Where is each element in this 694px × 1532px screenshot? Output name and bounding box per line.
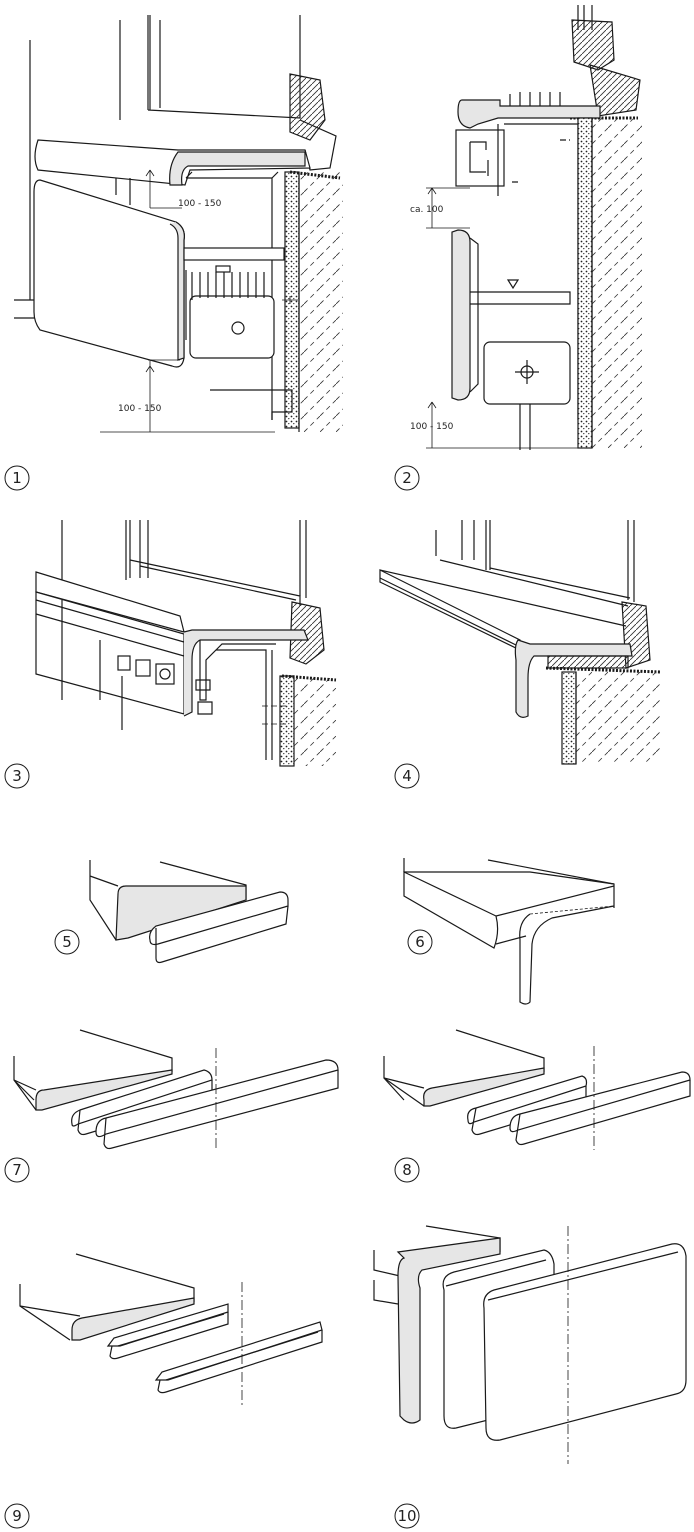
figure-9-badge: 9 — [4, 1503, 30, 1529]
end-cap — [149, 891, 289, 946]
figure-7 — [13, 1029, 339, 1150]
figure-8-number: 8 — [402, 1161, 412, 1179]
figure-8 — [383, 1029, 691, 1150]
figure-4 — [379, 520, 662, 765]
sill-cut-edge — [396, 1237, 501, 1424]
window-frame-section — [571, 19, 615, 71]
end-cap-long — [95, 1059, 339, 1138]
figure-6 — [403, 858, 615, 1005]
plaster-layer — [577, 117, 593, 449]
fig2-dim-top: ca. 100 — [410, 205, 444, 215]
end-cap-back — [483, 1243, 687, 1441]
figure-10 — [373, 1225, 687, 1464]
figure-6-number: 6 — [415, 933, 425, 951]
plaster-layer — [561, 671, 577, 765]
fig1-dim-bottom: 100 - 150 — [118, 404, 162, 414]
end-cap-profile-long — [154, 1321, 323, 1381]
figure-4-number: 4 — [402, 767, 412, 785]
figure-5-number: 5 — [62, 933, 72, 951]
masonry-wall — [592, 118, 642, 448]
figure-3-badge: 3 — [4, 763, 30, 789]
window-frame-section — [289, 73, 326, 141]
sill-support — [547, 655, 629, 669]
end-cap-long — [509, 1071, 691, 1133]
fig2-dim-bottom: 100 - 150 — [410, 422, 454, 432]
figure-10-number: 10 — [397, 1507, 416, 1525]
figure-5 — [89, 860, 289, 964]
plaster-layer — [279, 675, 295, 767]
figure-2-number: 2 — [402, 469, 412, 487]
sill-cut-edge — [35, 1069, 173, 1111]
socket-data — [135, 659, 151, 677]
window-sill — [379, 569, 521, 651]
figure-2-badge: 2 — [394, 465, 420, 491]
masonry-wall — [576, 672, 662, 764]
figure-1 — [14, 15, 343, 433]
socket-switch — [117, 655, 131, 671]
figure-5-badge: 5 — [54, 929, 80, 955]
figure-9-number: 9 — [12, 1507, 22, 1525]
window-frame-section — [289, 601, 325, 665]
socket-power — [155, 663, 175, 685]
figure-8-badge: 8 — [394, 1157, 420, 1183]
figure-1-badge: 1 — [4, 465, 30, 491]
masonry-wall — [299, 172, 343, 432]
figure-6-badge: 6 — [407, 929, 433, 955]
window-sill — [457, 99, 601, 129]
sill-cut-edge — [71, 1297, 195, 1341]
window-sill — [403, 871, 499, 949]
figure-3-number: 3 — [12, 767, 22, 785]
figure-7-number: 7 — [12, 1161, 22, 1179]
figure-9 — [19, 1253, 323, 1406]
figure-3 — [35, 520, 337, 767]
figure-1-number: 1 — [12, 469, 22, 487]
figure-2 — [426, 5, 642, 450]
figure-4-badge: 4 — [394, 763, 420, 789]
figure-10-badge: 10 — [394, 1503, 420, 1529]
sill-cut-edge — [423, 1067, 545, 1107]
mounting-bracket — [455, 129, 505, 187]
radiator-cover — [451, 229, 471, 401]
end-cap-short — [467, 1075, 588, 1125]
fig1-dim-top: 100 - 150 — [178, 199, 222, 209]
masonry-wall — [294, 676, 336, 766]
end-cap-short — [71, 1069, 213, 1127]
edge-band — [519, 905, 615, 1005]
figure-7-badge: 7 — [4, 1157, 30, 1183]
